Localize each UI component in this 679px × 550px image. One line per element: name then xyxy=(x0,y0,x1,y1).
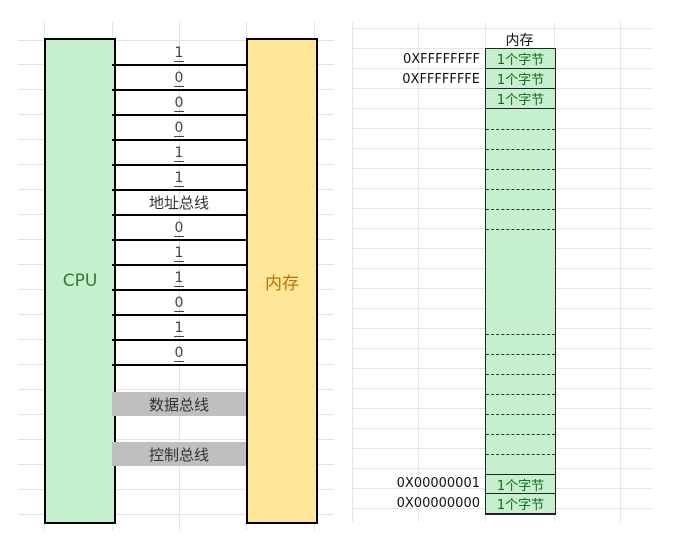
address-bit: 0 xyxy=(173,294,185,312)
address-bit: 1 xyxy=(173,269,185,287)
cell-divider xyxy=(486,334,555,335)
grid-line xyxy=(620,22,621,522)
address-bit: 1 xyxy=(173,44,185,62)
cell-divider xyxy=(486,189,555,190)
cell-divider xyxy=(486,149,555,150)
address-bit: 1 xyxy=(173,244,185,262)
byte-cell: 1个字节 xyxy=(486,69,555,89)
address-bit: 0 xyxy=(173,219,185,237)
control-bus-band: 控制总线 xyxy=(112,442,246,466)
address-label: 0XFFFFFFFE xyxy=(402,72,480,87)
bus-wire xyxy=(112,339,246,341)
byte-cell: 1个字节 xyxy=(486,474,555,494)
memory-label: 内存 xyxy=(265,273,299,294)
cpu-label: CPU xyxy=(62,271,98,291)
byte-cell: 1个字节 xyxy=(486,494,555,514)
bus-wire xyxy=(112,314,246,316)
data-bus-band: 数据总线 xyxy=(112,392,246,416)
bus-wire xyxy=(112,164,246,166)
byte-cell: 1个字节 xyxy=(486,89,555,109)
bus-wire xyxy=(112,289,246,291)
cell-divider xyxy=(486,229,555,230)
grid-line xyxy=(18,489,334,490)
address-bit: 1 xyxy=(173,169,185,187)
grid-line xyxy=(18,439,334,440)
bus-wire xyxy=(112,189,246,191)
address-bit: 0 xyxy=(173,344,185,362)
address-bit: 1 xyxy=(173,144,185,162)
memory-column: 1个字节 1个字节 1个字节 1个字节 1个字节 xyxy=(485,48,556,515)
address-bus-label: 地址总线 xyxy=(148,194,209,212)
bus-wire xyxy=(112,364,246,366)
cell-divider xyxy=(486,354,555,355)
memory-block: 内存 xyxy=(246,38,318,524)
address-label: 0X00000000 xyxy=(396,496,480,511)
bus-wire xyxy=(112,239,246,241)
bus-wire xyxy=(112,214,246,216)
cell-divider xyxy=(486,394,555,395)
control-bus-label: 控制总线 xyxy=(148,445,209,464)
bus-wire xyxy=(112,89,246,91)
bus-wire xyxy=(112,114,246,116)
data-bus-label: 数据总线 xyxy=(148,395,209,414)
bus-wire xyxy=(112,139,246,141)
cell-divider xyxy=(486,129,555,130)
cell-divider xyxy=(486,434,555,435)
grid-line xyxy=(352,28,652,29)
grid-line xyxy=(18,389,334,390)
grid-line xyxy=(18,514,334,515)
memory-map: 内存 1个字节 1个字节 1个字节 1个字节 1个字节 0XFFFFFFFF 0… xyxy=(352,22,652,522)
bus-diagram: CPU 内存 1 0 0 0 1 1 地址总线 0 1 1 0 1 0 数据总线… xyxy=(18,22,334,530)
grid-line xyxy=(179,22,180,530)
cpu-block: CPU xyxy=(44,38,116,524)
cell-divider xyxy=(486,414,555,415)
byte-cell: 1个字节 xyxy=(486,49,555,69)
address-bit: 0 xyxy=(173,119,185,137)
grid-line xyxy=(418,22,419,522)
address-label: 0XFFFFFFFF xyxy=(403,52,480,67)
bus-wire xyxy=(112,264,246,266)
bus-wire xyxy=(112,64,246,66)
cell-divider xyxy=(486,454,555,455)
cell-divider xyxy=(486,374,555,375)
grid-line xyxy=(18,40,334,41)
cell-divider xyxy=(486,169,555,170)
address-bit: 1 xyxy=(173,319,185,337)
memory-header: 内存 xyxy=(505,33,534,49)
address-bit: 0 xyxy=(173,94,185,112)
address-label: 0X00000001 xyxy=(396,476,480,491)
grid-line xyxy=(352,22,353,522)
cell-divider xyxy=(486,209,555,210)
address-bit: 0 xyxy=(173,69,185,87)
